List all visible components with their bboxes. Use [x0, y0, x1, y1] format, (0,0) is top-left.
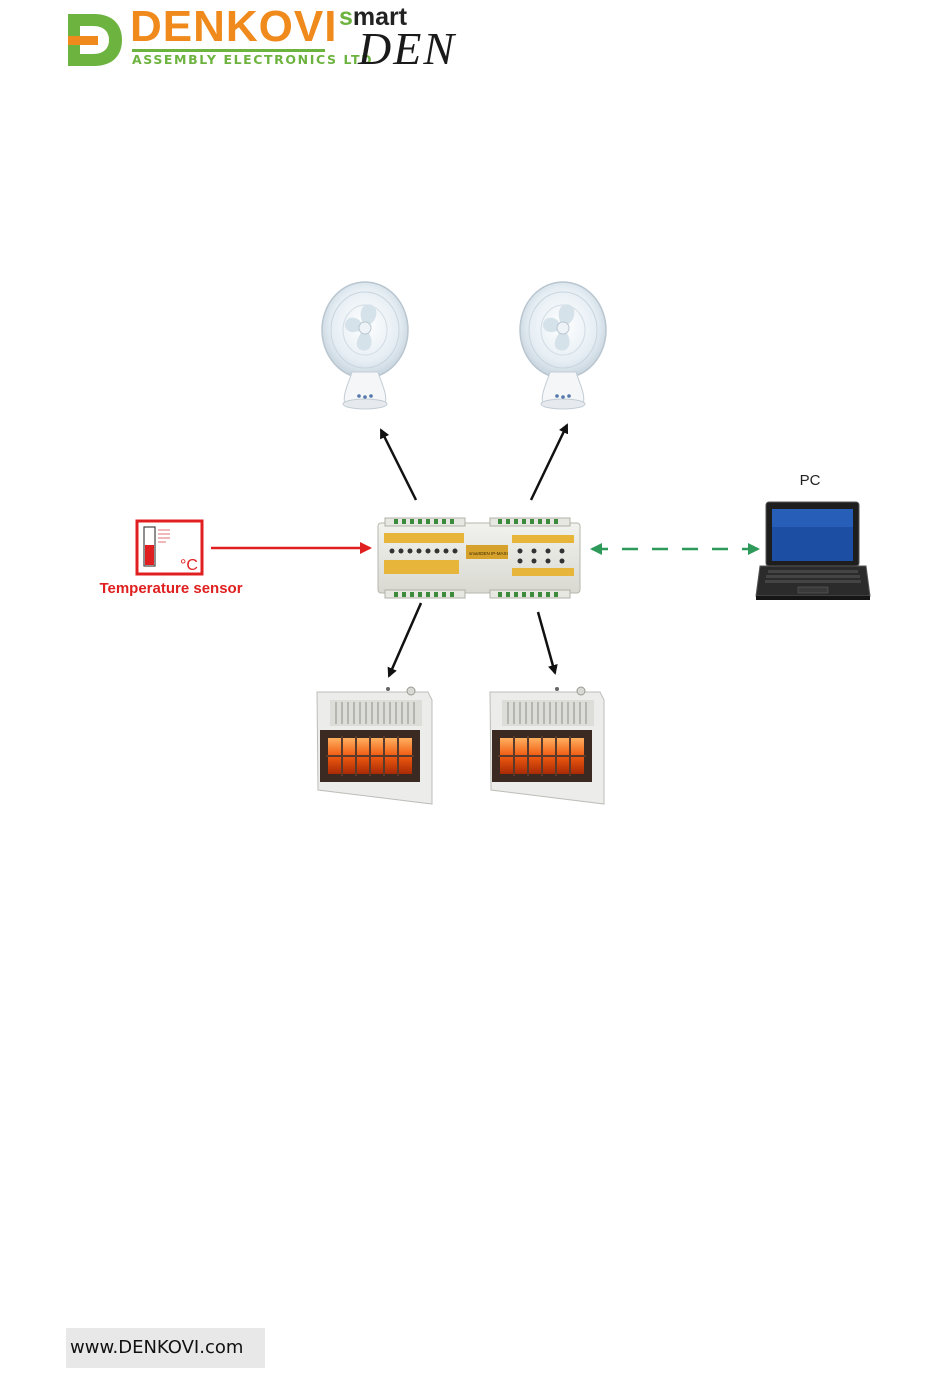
temperature-sensor-label: Temperature sensor	[60, 580, 282, 597]
pc-label: PC	[790, 472, 830, 489]
footer-website-url[interactable]: www.DENKOVI.com	[66, 1328, 265, 1368]
pc-laptop-icon	[756, 502, 870, 600]
sensor-unit-label: °C	[180, 557, 198, 574]
arrow-to-heater-right	[538, 612, 555, 673]
arrow-to-heater-left	[389, 603, 421, 676]
temperature-sensor-icon: °C	[137, 521, 202, 574]
heater-right-icon	[490, 687, 604, 804]
fan-left-icon	[322, 282, 408, 409]
controller-label: smartDEN IP-MAXI	[469, 551, 508, 556]
arrow-to-fan-left	[381, 430, 416, 500]
fan-right-icon	[520, 282, 606, 409]
heater-left-icon	[317, 687, 432, 804]
arrow-to-fan-right	[531, 425, 567, 500]
controller-module-icon: smartDEN IP-MAXI	[378, 518, 580, 598]
